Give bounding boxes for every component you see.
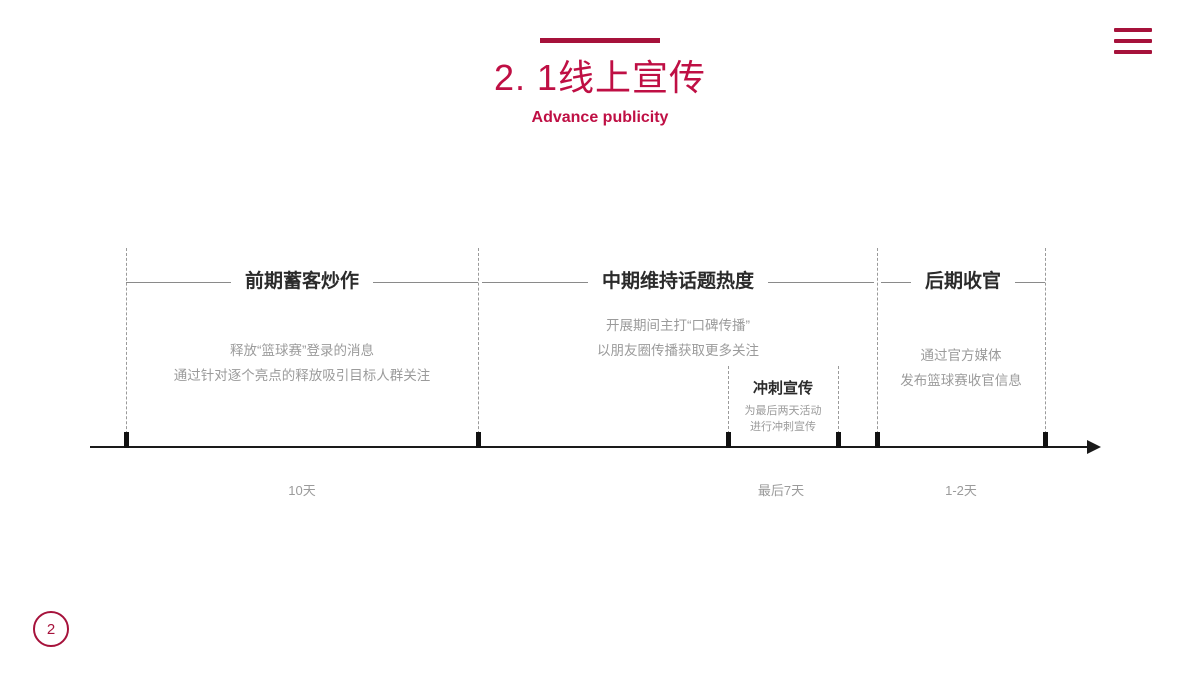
phase-header-2: 中期维持话题热度 [482, 268, 875, 296]
axis-label-phase-3: 1-2天 [945, 483, 977, 498]
phase-header-3: 后期收官 [881, 268, 1046, 296]
axis-label-phase-2: 最后7天 [757, 483, 805, 498]
page-number-badge: 2 [33, 611, 69, 647]
phase-body-2-line-1: 开展期间主打“口碑传播” [606, 318, 750, 333]
phase-body-1-line-1: 释放“篮球赛”登录的消息 [230, 343, 374, 358]
phase-rule-left-2 [482, 281, 588, 283]
divider-line-1 [126, 248, 127, 444]
axis-tick-2 [476, 432, 481, 448]
phase-body-3-line-2: 发布篮球赛收官信息 [900, 373, 1022, 388]
timeline-axis [90, 446, 1095, 448]
phase-rule-right-3 [1015, 281, 1046, 283]
divider-line-6 [1045, 248, 1046, 444]
axis-tick-1 [124, 432, 129, 448]
phase-title-2: 中期维持话题热度 [602, 271, 755, 292]
axis-label-phase-1: 10天 [288, 483, 316, 498]
sub-phase-body: 为最后两天活动 进行冲刺宣传 [723, 403, 843, 435]
phase-body-3: 通过官方媒体 发布篮球赛收官信息 [877, 343, 1045, 393]
sub-phase-line-2: 进行冲刺宣传 [750, 421, 816, 433]
phase-rule-right-1 [373, 281, 479, 283]
phase-title-3: 后期收官 [925, 271, 1002, 292]
title-accent-bar [540, 38, 660, 43]
hamburger-bar-1 [1114, 28, 1152, 32]
page-number-value: 2 [46, 620, 56, 638]
page-title: 2. 1线上宣传 [493, 57, 707, 98]
hamburger-bar-3 [1114, 50, 1152, 54]
hamburger-menu-icon[interactable] [1114, 28, 1152, 60]
axis-tick-5 [875, 432, 880, 448]
phase-header-1: 前期蓄客炒作 [126, 268, 479, 296]
phase-title-1: 前期蓄客炒作 [245, 271, 360, 292]
divider-line-3 [728, 366, 729, 444]
sub-phase-title: 冲刺宣传 [752, 380, 813, 397]
sub-phase-line-1: 为最后两天活动 [744, 405, 822, 417]
page-subtitle: Advance publicity [531, 109, 669, 126]
divider-line-4 [838, 366, 839, 444]
divider-line-5 [877, 248, 878, 444]
phase-body-2: 开展期间主打“口碑传播” 以朋友圈传播获取更多关注 [482, 313, 874, 363]
phase-body-1: 释放“篮球赛”登录的消息 通过针对逐个亮点的释放吸引目标人群关注 [126, 338, 478, 388]
timeline-axis-arrow-icon [1087, 440, 1101, 454]
hamburger-bar-2 [1114, 39, 1152, 43]
axis-tick-4 [836, 432, 841, 448]
divider-line-2 [478, 248, 479, 444]
phase-rule-right-2 [768, 281, 875, 283]
axis-tick-3 [726, 432, 731, 448]
phase-body-1-line-2: 通过针对逐个亮点的释放吸引目标人群关注 [173, 368, 431, 383]
phase-body-2-line-2: 以朋友圈传播获取更多关注 [597, 343, 759, 358]
phase-body-3-line-1: 通过官方媒体 [920, 348, 1002, 363]
phase-rule-left-1 [126, 281, 231, 283]
axis-tick-6 [1043, 432, 1048, 448]
phase-rule-left-3 [881, 281, 911, 283]
